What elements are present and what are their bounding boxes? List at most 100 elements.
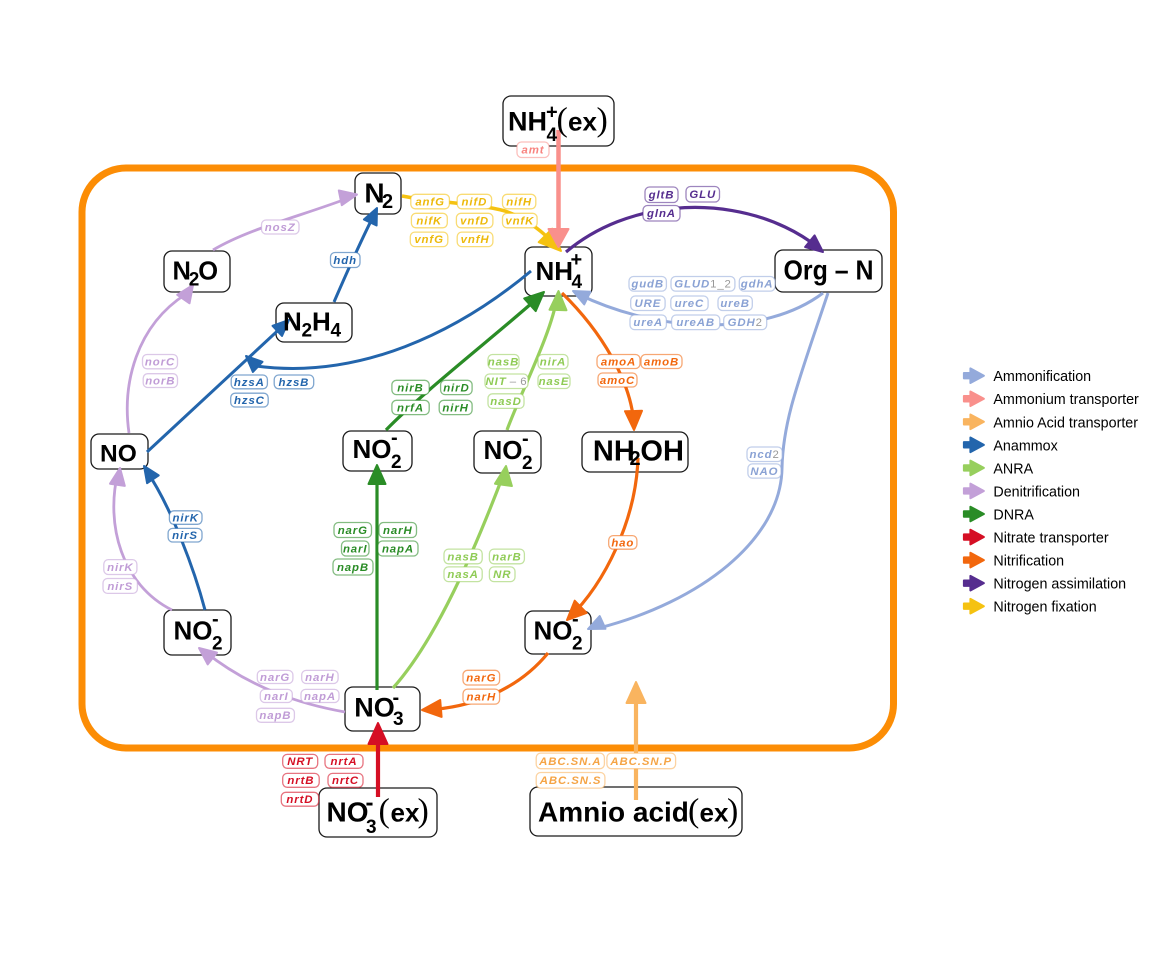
svg-text:Nitrification: Nitrification [993, 554, 1064, 570]
svg-text:nifH: nifH [506, 197, 532, 209]
svg-text:NO: NO [327, 797, 369, 828]
svg-text:-: - [393, 687, 400, 709]
svg-text:hao: hao [611, 537, 634, 549]
svg-text:ureB: ureB [720, 298, 750, 310]
svg-text:+: + [546, 102, 558, 124]
svg-text:hzsC: hzsC [234, 395, 265, 407]
svg-text:Ammonium transporter: Ammonium transporter [993, 392, 1139, 408]
svg-text:NH: NH [508, 106, 547, 136]
svg-text:ANRA: ANRA [993, 461, 1033, 477]
svg-text:NR: NR [493, 569, 511, 581]
svg-text:vnfD: vnfD [460, 216, 489, 228]
svg-text:narI: narI [343, 543, 368, 555]
svg-text:-: - [522, 428, 529, 450]
svg-text:glnA: glnA [646, 208, 676, 220]
svg-text:NH: NH [536, 256, 574, 286]
svg-text:4: 4 [547, 125, 558, 146]
svg-text:Ammonification: Ammonification [993, 369, 1091, 385]
svg-text:vnfG: vnfG [414, 234, 444, 246]
svg-text:nrtB: nrtB [287, 775, 314, 787]
svg-text:Nitrogen fixation: Nitrogen fixation [993, 600, 1096, 616]
svg-text:4: 4 [572, 272, 583, 293]
svg-text:(: ( [557, 101, 568, 138]
svg-text:Org – N: Org – N [784, 255, 874, 286]
svg-text:ureAB: ureAB [676, 317, 715, 329]
svg-text:N: N [283, 307, 302, 337]
svg-text:amoA: amoA [601, 356, 636, 368]
svg-text:NO: NO [353, 434, 392, 464]
svg-text:gudB: gudB [630, 279, 664, 291]
svg-text:nrtA: nrtA [330, 756, 357, 768]
svg-text:(: ( [379, 793, 390, 830]
svg-text:NO: NO [534, 616, 573, 646]
svg-text:amt: amt [522, 145, 545, 157]
svg-text:NO: NO [484, 435, 523, 465]
svg-text:narH: narH [383, 525, 413, 537]
svg-text:nasE: nasE [539, 376, 570, 388]
svg-text:NAO: NAO [750, 466, 778, 478]
svg-text:nosZ: nosZ [265, 222, 296, 234]
svg-text:): ) [727, 793, 738, 830]
svg-text:narH: narH [305, 672, 335, 684]
svg-text:narG: narG [338, 525, 368, 537]
svg-text:nirS: nirS [172, 530, 198, 542]
svg-text:N: N [593, 436, 614, 468]
svg-text:O: O [640, 436, 663, 468]
svg-text:4: 4 [331, 321, 342, 342]
svg-text:nifK: nifK [416, 216, 442, 228]
svg-text:GLU: GLU [689, 189, 716, 201]
svg-text:-: - [391, 427, 398, 449]
svg-text:N: N [173, 258, 191, 286]
svg-text:gdhA: gdhA [740, 279, 774, 291]
svg-text:2: 2 [630, 448, 641, 470]
svg-text:GLUD1_2: GLUD1_2 [674, 279, 732, 291]
svg-text:NO: NO [354, 692, 395, 722]
svg-text:nirA: nirA [540, 357, 566, 369]
svg-text:H: H [663, 436, 684, 468]
svg-text:+: + [571, 249, 583, 271]
svg-text:GDH2: GDH2 [728, 317, 763, 329]
svg-text:ureC: ureC [675, 298, 705, 310]
svg-text:narG: narG [260, 672, 290, 684]
svg-text:ureA: ureA [633, 317, 663, 329]
svg-text:nirD: nirD [443, 382, 469, 394]
svg-text:2: 2 [522, 453, 533, 474]
svg-text:ncd2: ncd2 [749, 449, 779, 461]
svg-text:2: 2 [302, 321, 313, 342]
svg-text:Anammox: Anammox [993, 438, 1057, 454]
svg-text:Denitrification: Denitrification [993, 484, 1080, 500]
svg-text:URE: URE [635, 298, 662, 310]
svg-text:nasA: nasA [447, 569, 478, 581]
svg-text:2: 2 [391, 452, 402, 473]
svg-text:-: - [212, 609, 219, 631]
svg-text:3: 3 [366, 817, 377, 838]
svg-text:NIT – 6: NIT – 6 [486, 376, 528, 388]
svg-text:amoB: amoB [644, 356, 679, 368]
svg-text:-: - [572, 609, 579, 631]
svg-text:nrtD: nrtD [286, 794, 313, 806]
svg-text:3: 3 [393, 709, 404, 730]
svg-text:hzsA: hzsA [234, 377, 265, 389]
svg-text:NO: NO [100, 440, 137, 467]
svg-text:napA: napA [382, 543, 414, 555]
svg-text:narG: narG [466, 673, 496, 685]
svg-text:nirB: nirB [397, 382, 423, 394]
svg-text:napB: napB [259, 710, 291, 722]
svg-text:norB: norB [145, 376, 175, 388]
svg-text:ex: ex [700, 798, 729, 828]
svg-text:narB: narB [492, 551, 522, 563]
svg-text:2: 2 [189, 270, 200, 291]
svg-text:nasB: nasB [447, 551, 478, 563]
svg-text:hzsB: hzsB [278, 377, 309, 389]
svg-text:NRT: NRT [287, 756, 313, 768]
svg-text:ABC.SN.P: ABC.SN.P [609, 756, 672, 768]
svg-text:ex: ex [568, 106, 597, 136]
svg-text:-: - [366, 790, 374, 817]
svg-text:H: H [312, 307, 331, 337]
svg-text:amoC: amoC [600, 375, 635, 387]
svg-text:nirH: nirH [442, 402, 468, 414]
svg-text:(: ( [688, 793, 699, 830]
svg-text:Nitrate transporter: Nitrate transporter [993, 531, 1108, 547]
svg-text:2: 2 [572, 633, 583, 654]
svg-text:nirS: nirS [107, 581, 133, 593]
